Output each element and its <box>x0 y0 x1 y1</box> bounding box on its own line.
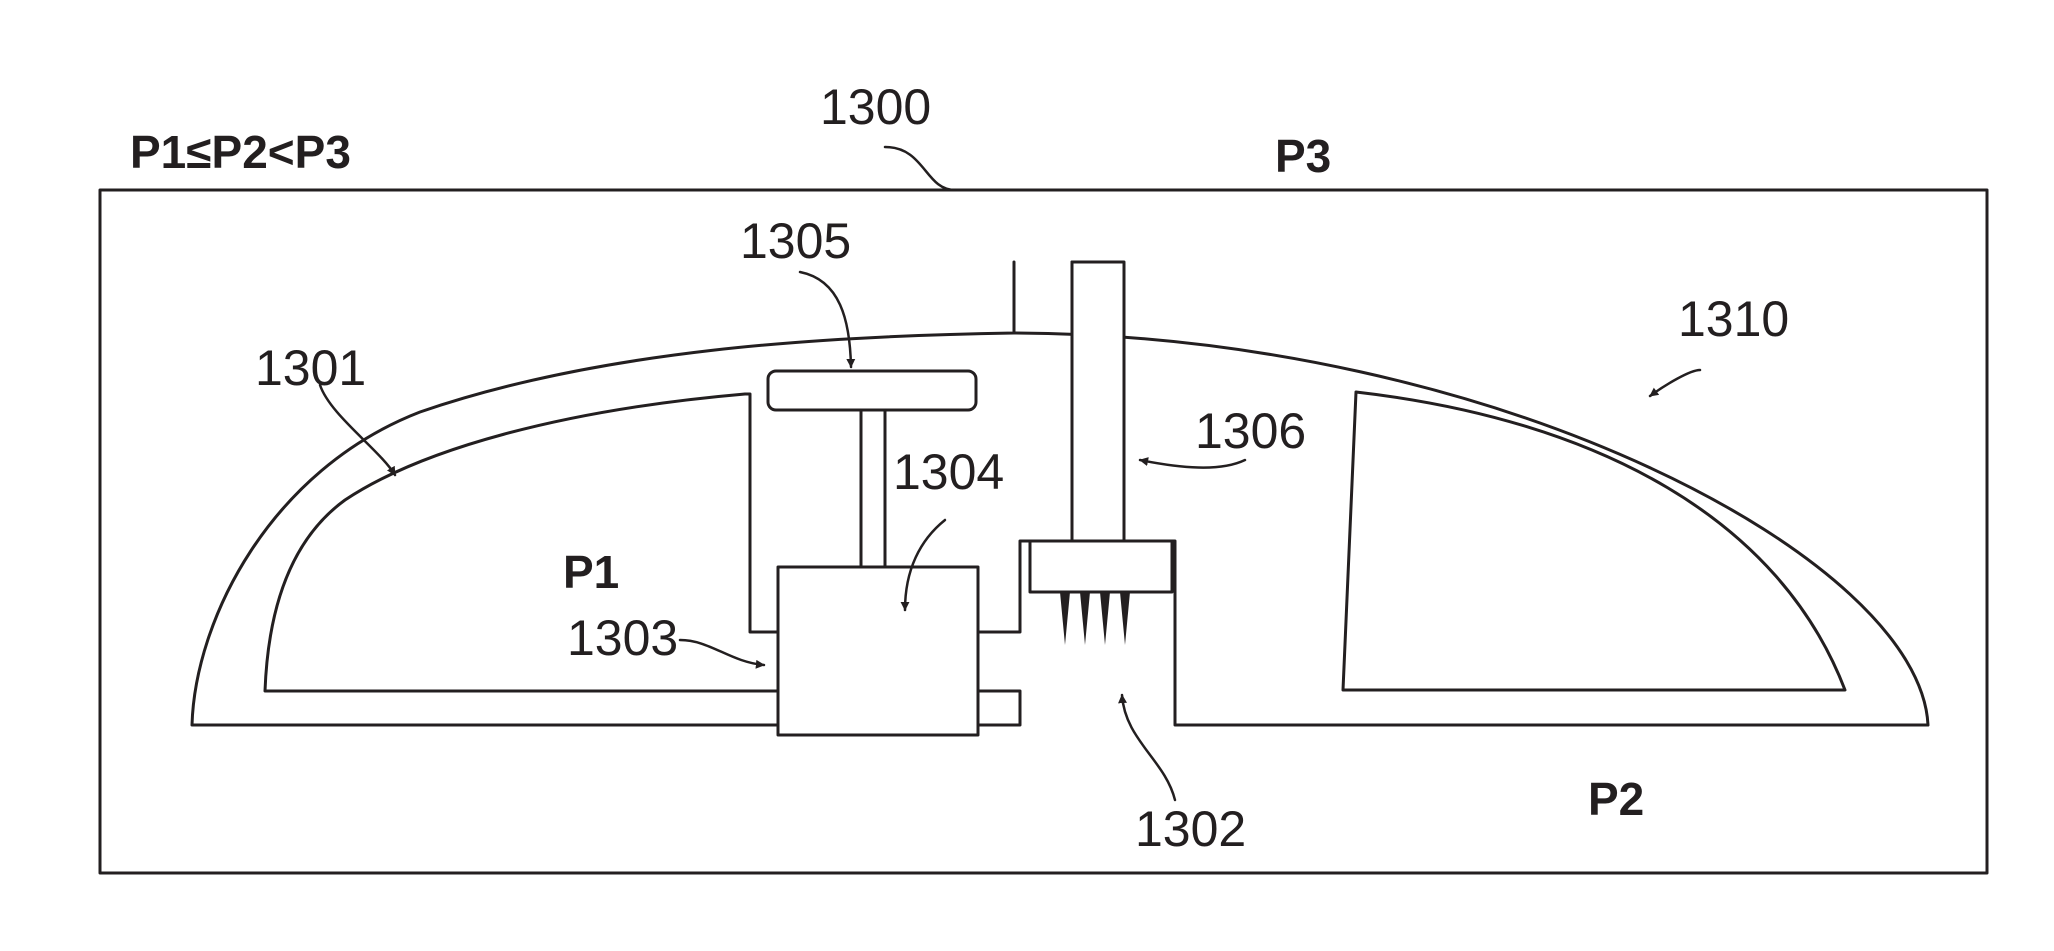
leader-1305 <box>800 272 851 367</box>
leader-1303 <box>680 640 764 665</box>
leader-1302 <box>1122 695 1175 800</box>
leader-1306 <box>1140 460 1245 468</box>
piston-plate-1305 <box>768 371 976 410</box>
ref-1300: 1300 <box>820 79 931 135</box>
ref-1310: 1310 <box>1678 291 1789 347</box>
box-1304 <box>778 567 978 735</box>
piston-rod <box>861 410 885 567</box>
ref-1302: 1302 <box>1135 801 1246 857</box>
ref-1303: 1303 <box>567 610 678 666</box>
lower-stub <box>978 691 1020 725</box>
label-p3: P3 <box>1275 130 1331 182</box>
ref-1306: 1306 <box>1195 403 1306 459</box>
needle-head <box>1030 541 1172 592</box>
connector-line <box>978 541 1030 632</box>
inner-chamber-right <box>1343 392 1845 690</box>
label-p1: P1 <box>563 546 619 598</box>
ref-1301: 1301 <box>255 340 366 396</box>
needles-1302 <box>1060 592 1130 645</box>
relation-label: P1≤P2<P3 <box>130 126 351 178</box>
ref-1305: 1305 <box>740 213 851 269</box>
leader-1310 <box>1650 370 1700 396</box>
label-p2: P2 <box>1588 773 1644 825</box>
ref-1304: 1304 <box>893 444 1004 500</box>
dome-enclosure-1310 <box>192 262 1928 725</box>
leader-1300 <box>885 147 955 190</box>
column-1306 <box>1072 262 1124 542</box>
inner-chamber-1301 <box>265 394 778 691</box>
